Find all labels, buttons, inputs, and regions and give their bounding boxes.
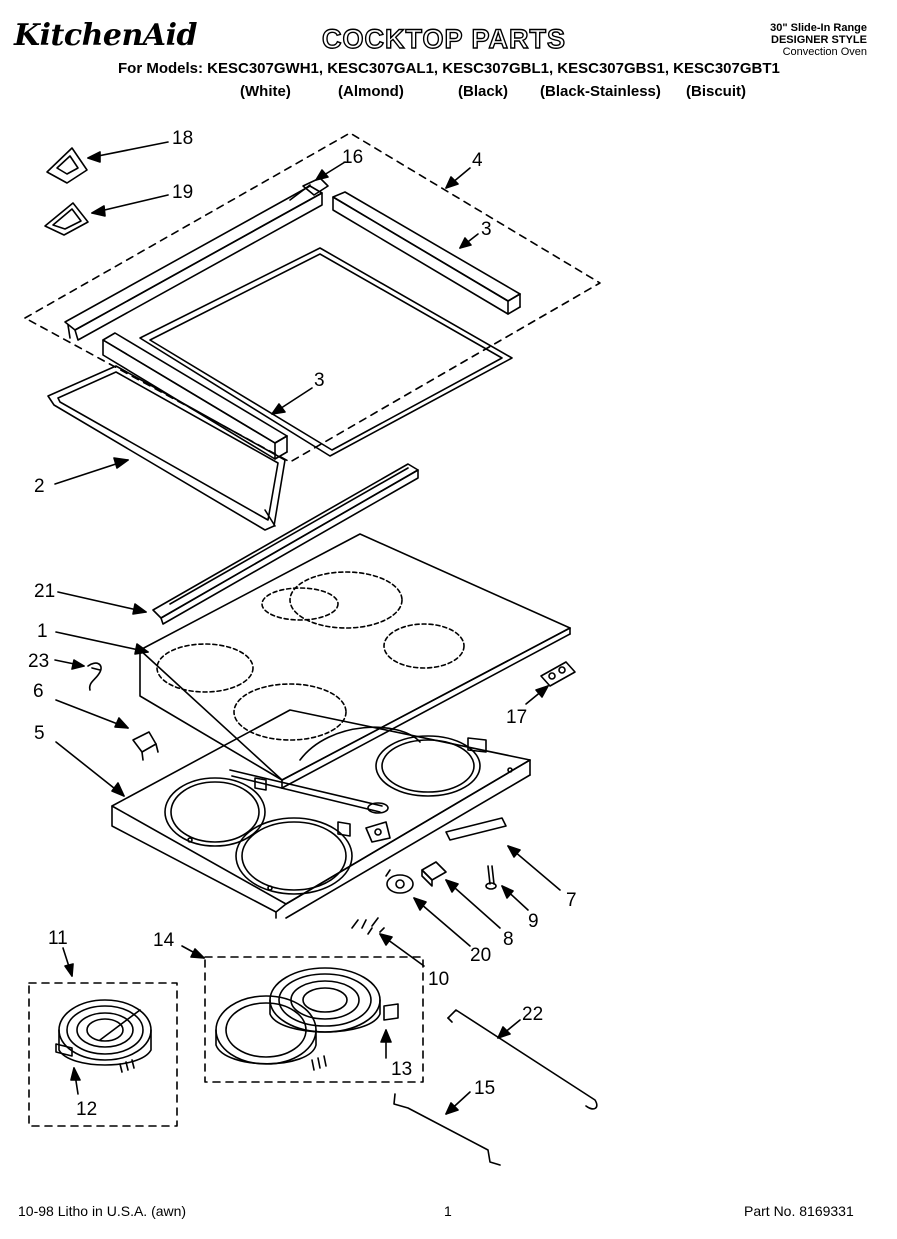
callout-5: 5 (34, 723, 45, 744)
callout-numbers: 18 19 16 4 3 3 2 21 1 23 6 5 17 7 9 8 20… (28, 128, 577, 1120)
callout-17: 17 (506, 707, 527, 728)
part-number: Part No. 8169331 (744, 1203, 854, 1219)
callout-13: 13 (391, 1059, 412, 1080)
leader-lines (54, 141, 561, 1115)
range-style: DESIGNER STYLE (771, 34, 867, 46)
trim-piece-18 (46, 147, 88, 184)
block-8 (421, 861, 447, 887)
gasket-frame-2 (47, 365, 286, 531)
rod-22-tip (447, 1017, 453, 1023)
callout-9: 9 (528, 911, 539, 932)
screw-9 (485, 865, 497, 890)
callout-14: 14 (153, 930, 175, 951)
callout-6: 6 (33, 681, 44, 702)
range-description: 30" Slide-In Range DESIGNER STYLE Convec… (770, 22, 867, 58)
page-title: COCKTOP PARTS (321, 23, 567, 54)
bracket-6 (132, 731, 159, 761)
radiant-element-12 (55, 999, 152, 1073)
color-white: (White) (240, 83, 291, 100)
callout-11: 11 (48, 928, 68, 949)
callout-3-lower: 3 (314, 370, 325, 391)
callout-12: 12 (76, 1099, 97, 1120)
print-info: 10-98 Litho in U.S.A. (awn) (18, 1203, 187, 1219)
color-black-stainless: (Black-Stainless) (540, 83, 661, 100)
callout-3-upper: 3 (481, 219, 492, 240)
glass-cooktop-1 (139, 533, 571, 789)
callout-22: 22 (522, 1004, 543, 1025)
callout-19: 19 (172, 182, 193, 203)
rod-7 (445, 817, 507, 841)
side-channel-3-upper (332, 191, 521, 315)
element-group-14-box (204, 956, 424, 1083)
switch-20 (385, 869, 414, 894)
color-biscuit: (Biscuit) (686, 83, 746, 100)
callout-2: 2 (34, 476, 45, 497)
callout-23: 23 (28, 651, 49, 672)
range-oven: Convection Oven (782, 46, 867, 58)
color-black: (Black) (458, 83, 509, 100)
callout-8: 8 (503, 929, 514, 950)
cooktop-frame (139, 247, 513, 457)
element-group-11-box (28, 982, 178, 1127)
callout-15: 15 (474, 1078, 495, 1099)
trim-piece-19 (44, 202, 89, 236)
callout-20: 20 (470, 945, 491, 966)
model-list: For Models: KESC307GWH1, KESC307GAL1, KE… (118, 60, 780, 77)
clip-23 (87, 662, 102, 691)
front-channel-3-lower (102, 332, 288, 460)
callout-4: 4 (472, 150, 483, 171)
burner-box-5 (111, 709, 531, 919)
wire-15 (393, 1093, 501, 1166)
callout-18: 18 (172, 128, 193, 149)
color-almond: (Almond) (338, 83, 404, 100)
range-type: 30" Slide-In Range (770, 22, 867, 34)
callout-1: 1 (37, 621, 48, 642)
rear-rail-16 (64, 177, 329, 341)
dual-element-13 (215, 967, 399, 1071)
brand-logo: KitchenAid (14, 18, 197, 53)
page-number: 1 (444, 1203, 452, 1219)
rod-22 (447, 1009, 598, 1110)
callout-16: 16 (342, 147, 363, 168)
clips-10 (351, 917, 385, 935)
trim-strip-21 (152, 463, 419, 625)
callout-21: 21 (34, 581, 55, 602)
terminal-17 (540, 661, 576, 687)
callout-7: 7 (566, 890, 577, 911)
callout-10: 10 (428, 969, 449, 990)
